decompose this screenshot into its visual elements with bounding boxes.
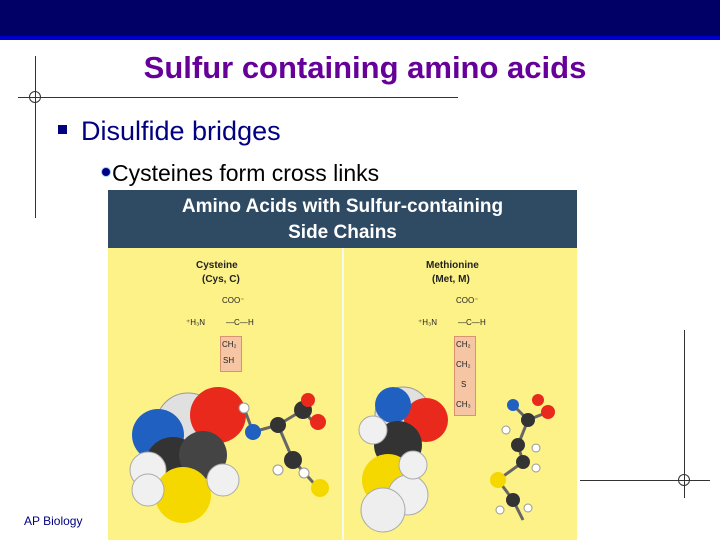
methionine-alpha-carbon: —C— xyxy=(458,318,480,327)
figure-header: Amino Acids with Sulfur-containing Side … xyxy=(108,190,577,248)
cysteine-abbrev: (Cys, C) xyxy=(202,274,240,285)
methionine-side-chain-2: CH₂ xyxy=(456,360,471,369)
methionine-side-chain-4: CH₃ xyxy=(456,400,471,409)
figure-divider xyxy=(342,248,344,540)
amino-acid-figure: Amino Acids with Sulfur-containing Side … xyxy=(108,190,577,540)
square-bullet-icon xyxy=(58,125,67,135)
methionine-amino: ⁺H₃N xyxy=(418,318,438,327)
cysteine-alpha-carbon: —C— xyxy=(226,318,248,327)
methionine-side-chain-1: CH₂ xyxy=(456,340,471,349)
crosshair-circle-bottom-right xyxy=(678,474,690,486)
crosshair-horizontal-bottom xyxy=(580,480,710,481)
cysteine-side-chain-1: CH₂ xyxy=(222,340,237,349)
methionine-name: Methionine xyxy=(426,260,479,271)
crosshair-circle-top-left xyxy=(29,91,41,103)
cysteine-alpha-h: H xyxy=(248,318,254,327)
molecular-models xyxy=(129,386,555,533)
bullet-level1-text: Disulfide bridges xyxy=(81,116,281,146)
bullet-level1: Disulfide bridges xyxy=(58,116,281,147)
slide-title: Sulfur containing amino acids xyxy=(143,50,587,85)
figure-header-line2: Side Chains xyxy=(288,222,397,243)
top-banner xyxy=(0,0,720,40)
footer-label: AP Biology xyxy=(24,514,83,528)
banner-stripe xyxy=(0,36,720,40)
methionine-carboxyl: COO⁻ xyxy=(456,296,479,305)
methionine-side-chain-3: S xyxy=(461,380,467,389)
crosshair-vertical-left xyxy=(35,56,36,218)
round-bullet-icon xyxy=(102,167,110,176)
cysteine-ball-stick-model xyxy=(238,393,329,497)
methionine-ball-stick-model xyxy=(490,394,555,521)
crosshair-vertical-right xyxy=(684,330,685,498)
cysteine-space-filling-model xyxy=(129,387,246,523)
cysteine-side-chain-2: SH xyxy=(223,356,235,365)
cysteine-name: Cysteine xyxy=(196,260,238,271)
cysteine-amino: ⁺H₃N xyxy=(186,318,206,327)
figure-header-line1: Amino Acids with Sulfur-containing xyxy=(181,196,504,217)
bullet-level2-text: Cysteines form cross links xyxy=(112,160,380,186)
methionine-space-filling-model xyxy=(358,386,448,533)
cysteine-side-chain-box xyxy=(220,336,242,372)
methionine-abbrev: (Met, M) xyxy=(432,274,470,285)
methionine-alpha-h: H xyxy=(480,318,486,327)
cysteine-carboxyl: COO⁻ xyxy=(222,296,245,305)
bullet-level2: Cysteines form cross links xyxy=(102,160,379,187)
methionine-side-chain-box xyxy=(454,336,476,416)
crosshair-horizontal-top xyxy=(18,97,458,98)
